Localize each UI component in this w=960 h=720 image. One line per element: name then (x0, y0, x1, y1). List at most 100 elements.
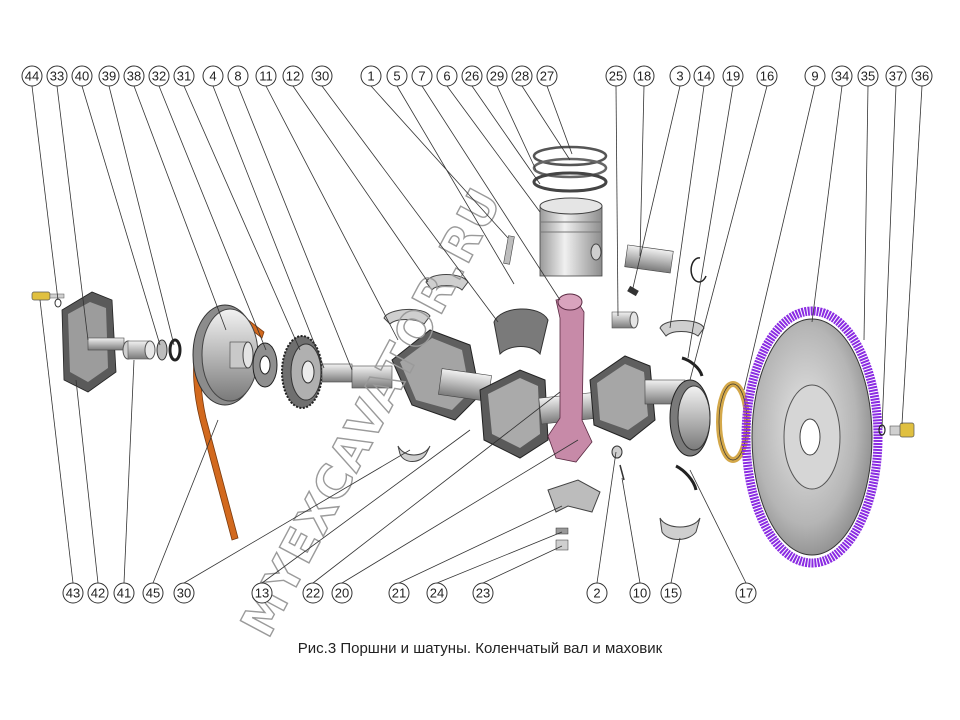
figure-caption: Рис.3 Поршни и шатуны. Коленчатый вал и … (297, 640, 663, 657)
callout-number: 43 (66, 586, 80, 601)
callout-circle (123, 65, 145, 87)
callout-15: 15 (660, 582, 682, 604)
leader-line (689, 469, 747, 584)
callout-45: 45 (142, 582, 164, 604)
callout-circle (629, 582, 651, 604)
dowel-pin-part (627, 285, 639, 297)
callout-number: 26 (465, 69, 479, 84)
callout-number: 31 (177, 69, 191, 84)
callout-circle (113, 582, 135, 604)
callout-number: 33 (50, 69, 64, 84)
callout-number: 28 (515, 69, 529, 84)
leader-line (670, 537, 681, 584)
callout-36: 36 (911, 65, 933, 87)
callout-number: 3 (676, 69, 683, 84)
callout-circle (669, 65, 691, 87)
callout-20: 20 (331, 582, 353, 604)
callout-23: 23 (472, 582, 494, 604)
bolt-part (889, 422, 915, 438)
callout-5: 5 (386, 65, 408, 87)
callout-25: 25 (605, 65, 627, 87)
callout-circle (756, 65, 778, 87)
callout-number: 6 (443, 69, 450, 84)
circlip-part (690, 257, 707, 283)
pulley-part (192, 304, 259, 406)
leader-line (496, 85, 537, 171)
callout-number: 16 (760, 69, 774, 84)
callout-number: 37 (889, 69, 903, 84)
crank-nose-part (321, 363, 353, 383)
leader-line (292, 85, 429, 283)
leader-line (471, 85, 541, 185)
rod-bearing-shell-part (493, 308, 549, 356)
callout-7: 7 (411, 65, 433, 87)
leader-line (183, 449, 411, 584)
leader-line (546, 85, 573, 155)
callout-42: 42 (87, 582, 109, 604)
leader-line (75, 379, 99, 584)
callout-circle (311, 65, 333, 87)
front-cover-part (61, 291, 125, 393)
callout-number: 45 (146, 586, 160, 601)
callout-circle (388, 582, 410, 604)
callout-43: 43 (62, 582, 84, 604)
callout-27: 27 (536, 65, 558, 87)
callout-number: 44 (25, 69, 39, 84)
leader-line (482, 545, 563, 584)
callout-number: 36 (915, 69, 929, 84)
rod-bushing-part (611, 311, 639, 329)
callout-29: 29 (486, 65, 508, 87)
leader-line (669, 85, 705, 329)
callout-number: 22 (306, 586, 320, 601)
bolt-part (31, 291, 65, 301)
main-bearing-shell-part (397, 445, 431, 462)
callout-circle (735, 582, 757, 604)
thrust-half-ring-part (675, 464, 698, 491)
callout-10: 10 (629, 582, 651, 604)
crankshaft-part (391, 329, 711, 459)
washer-part (156, 339, 168, 361)
flywheel-part (741, 306, 883, 568)
callout-number: 24 (430, 586, 444, 601)
callout-circle (255, 65, 277, 87)
leader-line (265, 85, 399, 341)
callout-circle (722, 65, 744, 87)
leader-line (901, 85, 923, 425)
callout-circle (71, 65, 93, 87)
leader-line (39, 299, 74, 584)
callout-circle (46, 65, 68, 87)
callout-circle (227, 65, 249, 87)
crank-front-journal-part (351, 365, 393, 389)
callout-9: 9 (804, 65, 826, 87)
lock-pin-part (619, 464, 625, 481)
callout-circle (282, 65, 304, 87)
callout-31: 31 (173, 65, 195, 87)
callout-number: 10 (633, 586, 647, 601)
callout-35: 35 (857, 65, 879, 87)
callout-number: 39 (102, 69, 116, 84)
callout-19: 19 (722, 65, 744, 87)
leader-line (370, 85, 509, 239)
leader-line (158, 85, 267, 351)
callout-4: 4 (202, 65, 224, 87)
callout-number: 11 (259, 69, 273, 84)
callout-41: 41 (113, 582, 135, 604)
callout-16: 16 (756, 65, 778, 87)
parts-group (31, 145, 915, 568)
callout-circle (472, 582, 494, 604)
callout-number: 40 (75, 69, 89, 84)
callout-2: 2 (586, 582, 608, 604)
leader-line (863, 85, 869, 341)
callout-circle (202, 65, 224, 87)
callout-number: 20 (335, 586, 349, 601)
callout-circle (831, 65, 853, 87)
callout-11: 11 (255, 65, 277, 87)
leader-line (689, 85, 768, 381)
leader-line (421, 85, 561, 301)
callout-circle (62, 582, 84, 604)
main-bearing-shell-part (425, 274, 469, 291)
leader-line (398, 505, 563, 584)
callout-circle (173, 582, 195, 604)
callout-number: 5 (393, 69, 400, 84)
